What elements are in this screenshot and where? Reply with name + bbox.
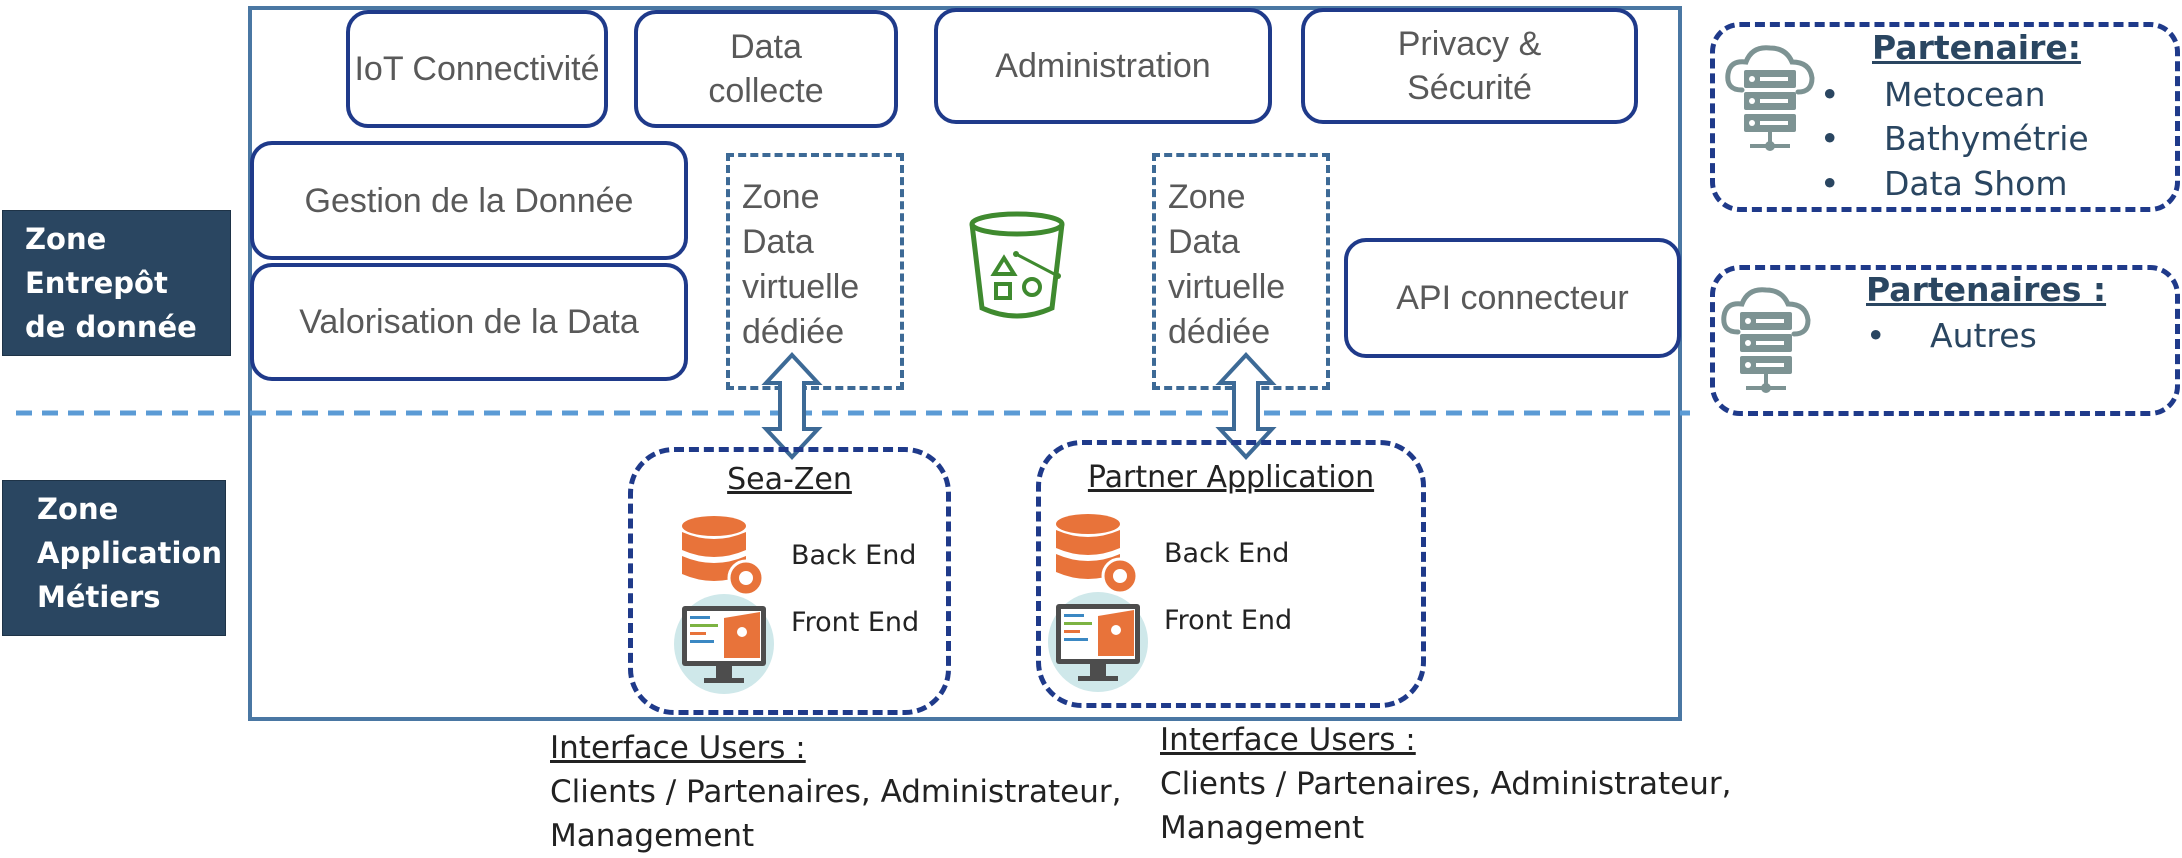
module-gestion-donnee: Gestion de la Donnée bbox=[250, 141, 688, 260]
cloud-server-icon bbox=[1721, 287, 1811, 393]
cloud-server-icon bbox=[1725, 45, 1815, 151]
caption-line: Clients / Partenaires, Administrateur, bbox=[550, 774, 1122, 810]
app-title-sea-zen: Sea-Zen bbox=[727, 462, 852, 497]
app-box-sea-zen bbox=[628, 447, 951, 715]
module-data-collecte: Data collecte bbox=[634, 10, 898, 128]
monitor-code-icon bbox=[1048, 592, 1148, 692]
app-back-end-label: Back End bbox=[1164, 538, 1290, 569]
app-title-partner-application: Partner Application bbox=[1087, 460, 1375, 495]
interface-users-caption-left: Interface Users : Clients / Partenaires,… bbox=[550, 726, 1122, 858]
partner-list-item: •Autres bbox=[1866, 316, 2037, 355]
module-api-connecteur: API connecteur bbox=[1344, 238, 1681, 358]
storage-bucket-icon bbox=[969, 211, 1065, 319]
app-back-end-label: Back End bbox=[791, 540, 917, 571]
app-box-partner-application bbox=[1036, 440, 1426, 708]
app-front-end-label: Front End bbox=[1164, 605, 1293, 636]
partner-list-item: •Metocean bbox=[1820, 75, 2046, 114]
interface-users-caption-right: Interface Users : Clients / Partenaires,… bbox=[1160, 718, 1732, 850]
caption-title: Interface Users : bbox=[550, 730, 806, 766]
module-valorisation-data: Valorisation de la Data bbox=[250, 263, 688, 381]
partner-box-main bbox=[1710, 22, 2180, 212]
partner-box-others bbox=[1710, 265, 2180, 416]
zone-label-warehouse: Zone Entrepôt de donnée bbox=[2, 210, 231, 356]
app-front-end-label: Front End bbox=[791, 607, 920, 638]
database-gear-icon bbox=[1056, 514, 1139, 595]
caption-title: Interface Users : bbox=[1160, 722, 1416, 758]
caption-line: Management bbox=[1160, 810, 1365, 846]
virtual-data-zone-left: Zone Data virtuelle dédiée bbox=[726, 153, 904, 390]
module-administration: Administration bbox=[934, 8, 1272, 124]
partner-list-item: •Data Shom bbox=[1820, 164, 2068, 203]
module-iot-connectivite: IoT Connectivité bbox=[346, 10, 608, 128]
caption-line: Clients / Partenaires, Administrateur, bbox=[1160, 766, 1732, 802]
partner-title: Partenaire: bbox=[1872, 28, 2081, 67]
double-arrow-left bbox=[761, 352, 823, 460]
partner-list-item: •Bathymétrie bbox=[1820, 119, 2089, 158]
double-arrow-right bbox=[1215, 352, 1277, 460]
partner-title: Partenaires : bbox=[1866, 270, 2107, 309]
monitor-code-icon bbox=[674, 594, 774, 694]
zone-label-application: Zone Application Métiers bbox=[2, 480, 226, 636]
zone-divider bbox=[16, 410, 1690, 416]
caption-line: Management bbox=[550, 818, 755, 854]
module-privacy-securite: Privacy & Sécurité bbox=[1301, 8, 1638, 124]
database-gear-icon bbox=[682, 516, 765, 597]
